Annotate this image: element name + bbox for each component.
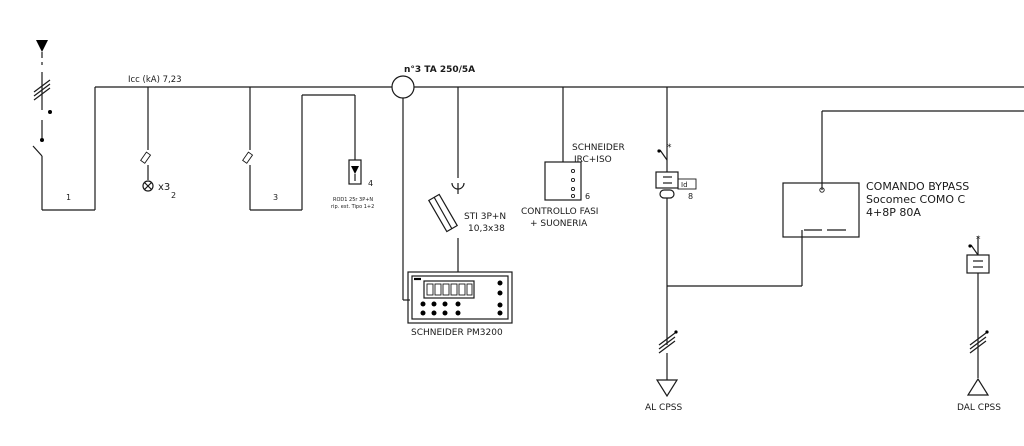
current-transformer-icon	[391, 75, 415, 99]
lamp-circuit: x3 2	[140, 87, 176, 200]
cable-cores-icon	[33, 79, 51, 101]
al-cpss-label: AL CPSS	[645, 403, 682, 413]
bypass-switch-box	[782, 182, 860, 238]
circuit-6-label: 6	[585, 192, 590, 201]
phase-control-device	[544, 161, 582, 201]
circuit-4-label: 4	[368, 179, 373, 188]
supply-arrow-icon	[36, 40, 48, 52]
schneider-line2: IRC+ISO	[574, 155, 612, 165]
phase-control-line2: + SUONERIA	[530, 219, 588, 229]
fuse-spec-line2: 10,3x38	[468, 224, 505, 234]
bypass-command: COMANDO BYPASS Socomec COMO C 4+8P 80A	[782, 110, 1024, 286]
meter-label: SCHNEIDER PM3200	[411, 328, 503, 338]
lamp-icon	[142, 180, 154, 192]
fuse-spec-line1: STI 3P+N	[464, 212, 506, 222]
cable-cores-icon	[969, 332, 987, 354]
circuit-3: 3	[242, 87, 355, 211]
phase-control-line1: CONTROLLO FASI	[521, 207, 598, 217]
earth-icon	[451, 182, 465, 194]
surge-protector: 4 ROD1 25r 3P+N rip. est. Tipo 1+2	[331, 95, 374, 210]
fuse-icon	[242, 151, 254, 164]
outgoing-arrow-icon	[655, 379, 679, 398]
cable-cores-icon	[658, 332, 676, 354]
schneider-line1: SCHNEIDER	[572, 143, 625, 153]
rcd-spec-line1: ROD1 25r 3P+N	[333, 197, 373, 203]
star-left: *	[667, 143, 672, 153]
main-switch-icon	[32, 138, 44, 210]
differential-relay-icon: Id	[677, 178, 697, 190]
bypass-line2: Socomec COMO C	[866, 193, 966, 206]
dal-cpss-feeder: * DAL CPSS	[957, 235, 1001, 413]
meter-buttons	[420, 280, 503, 316]
phase-control: 6 SCHNEIDER IRC+ISO CONTROLLO FASI + SUO…	[521, 87, 625, 229]
lamp-count: x3	[158, 182, 170, 193]
rcd-spec-line2: rip. est. Tipo 1+2	[331, 204, 374, 210]
circuit-3-label: 3	[273, 193, 278, 202]
dal-cpss-label: DAL CPSS	[957, 403, 1001, 413]
svg-text:Id: Id	[681, 181, 688, 189]
incoming-arrow-icon	[966, 377, 990, 396]
fuse-disconnector-icon	[427, 193, 459, 233]
breaker-icon	[966, 254, 990, 274]
bypass-line1: COMANDO BYPASS	[866, 180, 969, 193]
meter-display	[423, 280, 475, 299]
breaker-icon	[655, 171, 679, 199]
circuit-1-label: 1	[66, 193, 71, 202]
fuse-icon	[140, 151, 152, 164]
circuit-2-label: 2	[171, 191, 176, 200]
meter-panel	[411, 275, 509, 320]
star-right: *	[976, 235, 981, 245]
power-meter: STI 3P+N 10,3x38 SCHNEI	[402, 87, 513, 338]
circuit-8-label: 8	[688, 192, 693, 201]
icc-label: Icc (kA) 7,23	[128, 75, 182, 85]
meter-housing	[407, 271, 513, 324]
ta-label: n°3 TA 250/5A	[404, 65, 475, 75]
al-cpss-feeder: * Id 8 AL CPSS	[645, 87, 802, 413]
bypass-line3: 4+8P 80A	[866, 206, 921, 219]
incoming-supply: 1	[32, 40, 96, 211]
spd-device-icon	[348, 159, 362, 185]
